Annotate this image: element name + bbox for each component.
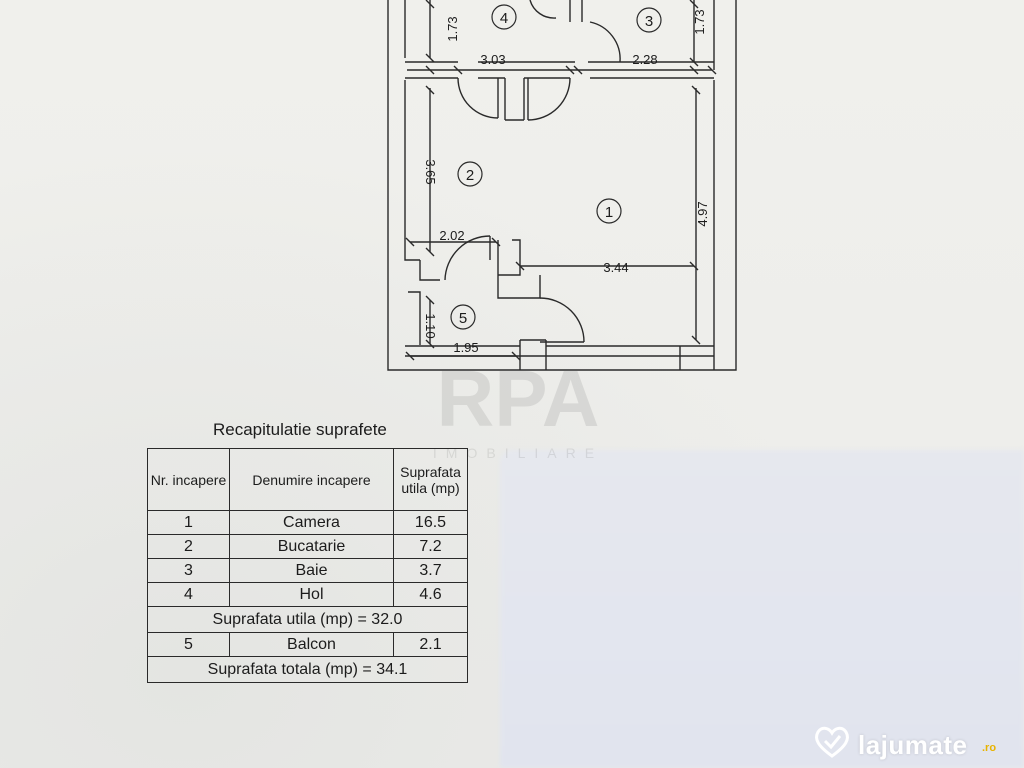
dim-110: 1.10	[423, 313, 438, 338]
door-arc-5	[539, 297, 585, 343]
hall-partition	[504, 78, 525, 121]
row-nr: 2	[147, 534, 230, 559]
door-arc-3	[527, 77, 571, 121]
dim-228: 2.28	[632, 52, 657, 67]
room-circle-4	[491, 4, 517, 30]
room-number-5: 5	[459, 310, 467, 327]
room-number-1: 1	[605, 204, 613, 221]
kitchen-partition	[419, 239, 541, 299]
inner-wall-left	[404, 0, 421, 345]
site-logo: lajumate .ro	[812, 720, 1012, 760]
dim-195: 1.95	[453, 340, 478, 355]
row-area: 3.7	[393, 558, 468, 583]
header-name: Denumire incapere	[229, 448, 394, 511]
row-area: 4.6	[393, 582, 468, 607]
door-arc-2	[444, 235, 491, 281]
site-tld: .ro	[982, 742, 997, 754]
row-name: Baie	[229, 558, 394, 583]
balcony-wall	[405, 339, 715, 370]
table-row: 4 Hol 4.6	[147, 582, 468, 607]
subtotal-label: Suprafata utila (mp) = 32.0	[147, 606, 468, 633]
site-name: lajumate	[858, 730, 968, 760]
room-number-3: 3	[645, 13, 653, 30]
top-partition	[405, 61, 714, 79]
table-header-row: Nr. incapere Denumire incapere Suprafata…	[147, 448, 468, 511]
room-number-2: 2	[466, 167, 474, 184]
door-arc-4-top	[529, 0, 557, 19]
total-row: Suprafata totala (mp) = 34.1	[147, 656, 468, 683]
summary-title: Recapitulatie suprafete	[213, 420, 387, 439]
row-name: Balcon	[229, 632, 394, 657]
room-circle-3	[636, 7, 662, 33]
row-nr: 4	[147, 582, 230, 607]
row-nr: 5	[147, 632, 230, 657]
dim-365: 3.65	[423, 159, 438, 184]
row-area: 7.2	[393, 534, 468, 559]
dim-344: 3.44	[603, 260, 628, 275]
room-circle-1	[596, 198, 622, 224]
subtotal-row: Suprafata utila (mp) = 32.0	[147, 606, 468, 633]
area-summary-table: Nr. incapere Denumire incapere Suprafata…	[147, 448, 468, 683]
balcony-row: 5 Balcon 2.1	[147, 632, 468, 657]
door-arc-bath	[589, 21, 621, 63]
dim-497: 4.97	[695, 201, 710, 226]
dim-202: 2.02	[439, 228, 464, 243]
door-arc-4	[457, 77, 499, 119]
row-area: 2.1	[393, 632, 468, 657]
row-nr: 1	[147, 510, 230, 535]
room-circle-2	[457, 161, 483, 187]
light-glare	[500, 450, 1024, 768]
row-name: Bucatarie	[229, 534, 394, 559]
heart-check-icon	[815, 726, 849, 758]
row-name: Hol	[229, 582, 394, 607]
room-number-4: 4	[500, 10, 508, 27]
dim-173-left: 1.73	[445, 16, 460, 41]
row-area: 16.5	[393, 510, 468, 535]
bath-partition	[569, 0, 583, 22]
dim-303: 3.03	[480, 52, 505, 67]
outer-wall-left	[387, 0, 737, 371]
row-name: Camera	[229, 510, 394, 535]
room-circle-5	[450, 304, 476, 330]
dim-173-right: 1.73	[692, 9, 707, 34]
total-label: Suprafata totala (mp) = 34.1	[147, 656, 468, 683]
row-nr: 3	[147, 558, 230, 583]
header-nr: Nr. incapere	[147, 448, 230, 511]
table-row: 1 Camera 16.5	[147, 510, 468, 535]
table-row: 3 Baie 3.7	[147, 558, 468, 583]
header-area: Suprafata utila (mp)	[393, 448, 468, 511]
table-row: 2 Bucatarie 7.2	[147, 534, 468, 559]
floor-plan: 4 3 2 1 5 1.73 1.73 3.03 2.28 3.65 4.97 …	[387, 0, 737, 371]
